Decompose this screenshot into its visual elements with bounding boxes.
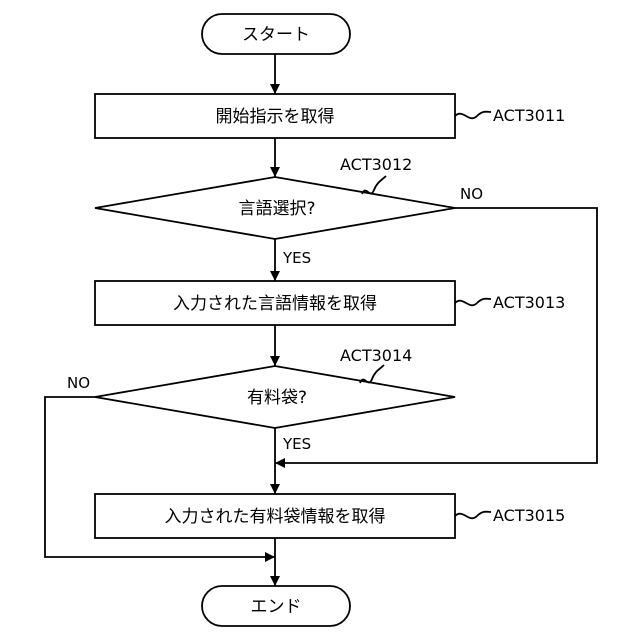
connector-act3014-no-branch — [45, 397, 275, 557]
connector-act3012-no-branch — [275, 208, 597, 463]
act3014-no-label: NO — [67, 374, 90, 392]
ref-act3014: ACT3014 — [340, 346, 412, 365]
act3014-yes-label: YES — [282, 435, 311, 453]
act3011-label: 開始指示を取得 — [216, 107, 335, 127]
leader-act3012 — [362, 176, 386, 194]
ref-act3012: ACT3012 — [340, 155, 412, 174]
leader-act3013 — [455, 299, 491, 306]
end-label: エンド — [251, 597, 302, 617]
leader-act3014 — [360, 365, 384, 383]
ref-act3015: ACT3015 — [493, 506, 565, 525]
ref-act3011: ACT3011 — [493, 106, 565, 125]
act3013-label: 入力された言語情報を取得 — [173, 294, 377, 314]
start-label: スタート — [242, 25, 310, 45]
act3014-label: 有料袋? — [247, 388, 307, 408]
act3012-label: 言語選択? — [238, 199, 315, 219]
leader-act3011 — [455, 112, 491, 119]
act3012-no-label: NO — [460, 185, 483, 203]
leader-act3015 — [455, 512, 491, 519]
act3012-yes-label: YES — [282, 249, 311, 267]
ref-act3013: ACT3013 — [493, 293, 565, 312]
act3015-label: 入力された有料袋情報を取得 — [165, 507, 386, 527]
